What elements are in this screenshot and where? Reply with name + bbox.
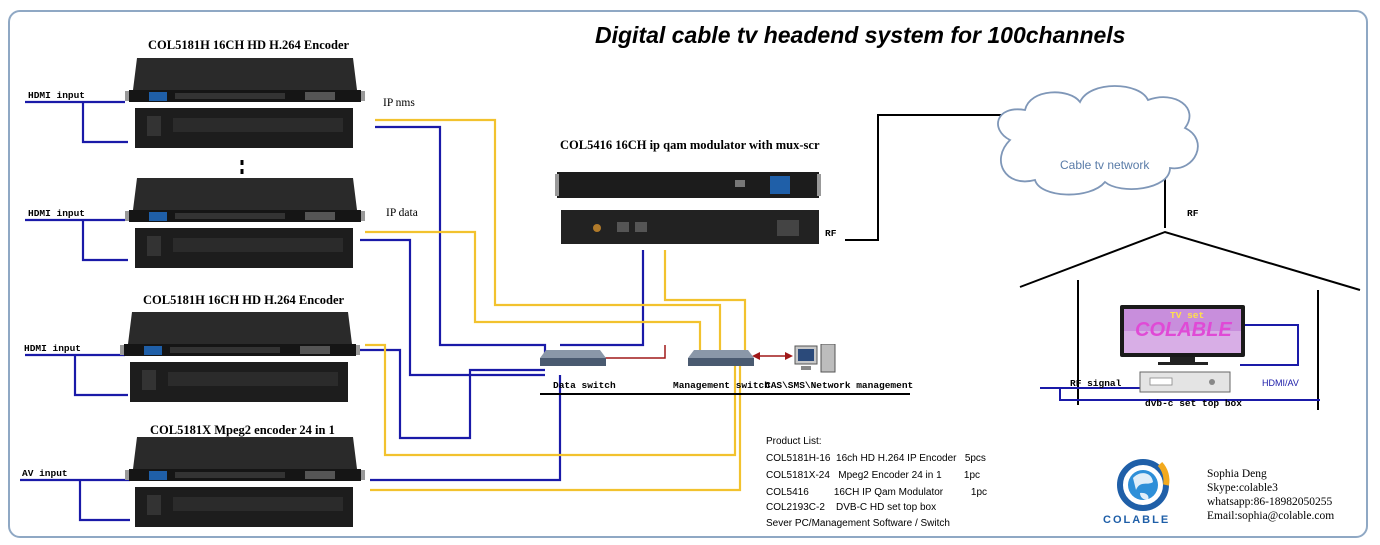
contact-email: Email:sophia@colable.com bbox=[1207, 510, 1335, 522]
product-row: COL5181X-24 Mpeg2 Encoder 24 in 1 1pc bbox=[766, 470, 981, 481]
encoder-2-input-label: HDMI input bbox=[28, 208, 86, 219]
data-switch-label: Data switch bbox=[553, 380, 616, 391]
contact-whatsapp: whatsapp:86-18982050255 bbox=[1207, 496, 1333, 508]
rf-signal-label: RF signal bbox=[1070, 378, 1122, 389]
encoder-4-title: COL5181X Mpeg2 encoder 24 in 1 bbox=[150, 423, 335, 437]
encoder-4-input-label: AV input bbox=[22, 468, 68, 479]
encoder-unit-4 bbox=[125, 437, 365, 538]
data-switch bbox=[540, 348, 606, 373]
product-list-heading: Product List: bbox=[766, 436, 822, 447]
management-switch-graphic bbox=[688, 350, 754, 366]
ip-nms-label: IP nms bbox=[383, 97, 415, 109]
diagram-frame bbox=[8, 10, 1368, 538]
management-switch bbox=[688, 348, 754, 373]
diagram-title: Digital cable tv headend system for 100c… bbox=[595, 22, 1126, 48]
encoder-3-graphic bbox=[120, 312, 360, 402]
stb-label: dvb-c set top box bbox=[1145, 398, 1242, 409]
input-wires bbox=[20, 100, 130, 522]
black-rf-wires bbox=[540, 114, 1166, 395]
house-outline bbox=[1019, 230, 1361, 410]
encoder-unit-1 bbox=[125, 58, 365, 159]
encoder-unit-3 bbox=[120, 312, 360, 413]
data-switch-graphic bbox=[540, 350, 606, 366]
modulator-rf-label: RF bbox=[825, 228, 837, 239]
encoder-2-graphic bbox=[125, 178, 365, 268]
product-row: Sever PC/Management Software / Switch bbox=[766, 518, 950, 529]
switch-link bbox=[605, 345, 666, 359]
management-switch-label: Management switch bbox=[673, 380, 770, 391]
network-management-label: CAS\SMS\Network management bbox=[765, 380, 914, 391]
encoder-3-input-label: HDMI input bbox=[24, 343, 82, 354]
encoder-1-input-label: HDMI input bbox=[28, 90, 86, 101]
ip-data-label: IP data bbox=[386, 207, 418, 219]
modulator-title: COL5416 16CH ip qam modulator with mux-s… bbox=[560, 138, 820, 152]
contact-name: Sophia Deng bbox=[1207, 468, 1267, 480]
encoder-1-title: COL5181H 16CH HD H.264 Encoder bbox=[148, 38, 350, 52]
house-wiring bbox=[1040, 324, 1320, 401]
blue-data-wires bbox=[360, 125, 645, 482]
cloud-shape bbox=[997, 85, 1199, 196]
tv-set-label: TV set bbox=[1170, 310, 1205, 321]
product-row: COL2193C-2 DVB-C HD set top box bbox=[766, 502, 937, 513]
modulator-unit bbox=[555, 168, 825, 253]
brand-name: COLABLE bbox=[1103, 514, 1171, 526]
product-row: COL5181H-16 16ch HD H.264 IP Encoder 5pc… bbox=[766, 453, 986, 464]
encoder-3-title: COL5181H 16CH HD H.264 Encoder bbox=[143, 293, 345, 307]
contact-skype: Skype:colable3 bbox=[1207, 482, 1278, 494]
cloud-label: Cable tv network bbox=[1060, 158, 1150, 172]
encoder-4-graphic bbox=[125, 437, 365, 527]
encoder-unit-2 bbox=[125, 178, 365, 279]
management-pc bbox=[793, 343, 839, 381]
encoder-1-graphic bbox=[125, 58, 365, 148]
product-row: COL5416 16CH IP Qam Modulator 1pc bbox=[766, 487, 988, 498]
tv-set bbox=[1120, 305, 1245, 365]
cloud-rf-label: RF bbox=[1187, 208, 1199, 219]
hdmi-av-label: HDMI/AV bbox=[1262, 378, 1299, 388]
pc-graphic bbox=[794, 343, 836, 373]
tv-screen-brand: COLABLE bbox=[1135, 319, 1232, 341]
yellow-management-wires bbox=[365, 118, 747, 492]
colable-logo bbox=[1117, 459, 1170, 511]
modulator-graphic bbox=[555, 172, 821, 244]
set-top-box bbox=[1139, 371, 1231, 393]
